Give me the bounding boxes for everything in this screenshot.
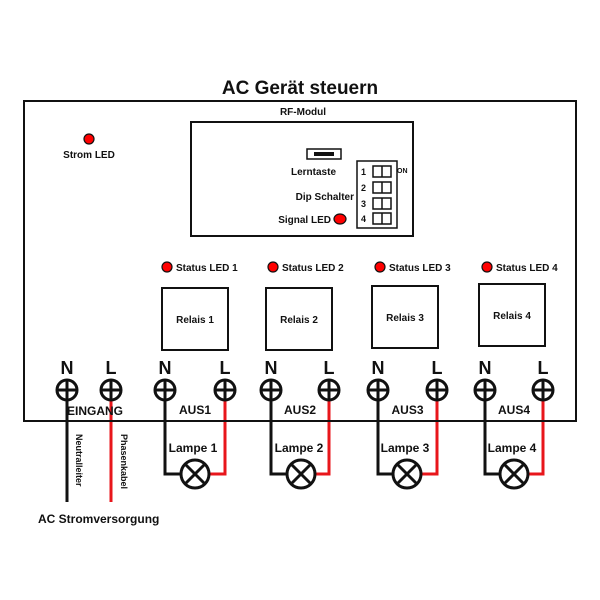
- output-l-label: L: [432, 358, 443, 378]
- output-label: AUS4: [498, 403, 530, 417]
- output-label: AUS2: [284, 403, 316, 417]
- dip-switch-1[interactable]: 1: [361, 165, 392, 178]
- output-n-label: N: [479, 358, 492, 378]
- dip-number: 2: [361, 183, 366, 193]
- dip-switch-3[interactable]: 3: [361, 197, 392, 210]
- output-n-terminal[interactable]: [153, 378, 177, 402]
- output-l-label: L: [220, 358, 231, 378]
- lamp-phase-wire: [528, 398, 545, 476]
- output-label: AUS3: [391, 403, 423, 417]
- lamp-label: Lampe 4: [488, 441, 537, 455]
- status-led-label: Status LED 1: [176, 263, 238, 274]
- channel-1: Status LED 1 Relais 1 N L AUS1: [153, 261, 238, 417]
- status-led-icon: [374, 261, 386, 273]
- output-l-terminal[interactable]: [425, 378, 449, 402]
- input-wires: [65, 388, 113, 502]
- status-led-label: Status LED 3: [389, 263, 451, 274]
- output-label: AUS1: [179, 403, 211, 417]
- power-led-label: Strom LED: [63, 150, 115, 161]
- lamp-label: Lampe 3: [381, 441, 430, 455]
- status-led-label: Status LED 4: [496, 263, 558, 274]
- dip-switch-2[interactable]: 2: [361, 181, 392, 194]
- output-l-label: L: [538, 358, 549, 378]
- output-wires: Lampe 1 Lampe 2 Lampe 3 Lampe 4: [163, 398, 545, 490]
- output-n-terminal[interactable]: [473, 378, 497, 402]
- output-n-label: N: [372, 358, 385, 378]
- channel-3: Status LED 3 Relais 3 N L AUS3: [366, 261, 451, 417]
- status-led-icon: [267, 261, 279, 273]
- lamp-icon: [285, 458, 317, 490]
- lamp-label: Lampe 2: [275, 441, 324, 455]
- output-l-terminal[interactable]: [213, 378, 237, 402]
- channel-4: Status LED 4 Relais 4 N L AUS4: [473, 261, 558, 417]
- relay-box: [478, 283, 546, 347]
- status-led-icon: [161, 261, 173, 273]
- status-led-label: Status LED 2: [282, 263, 344, 274]
- dip-switch-positions: 1 2 3 4: [361, 165, 392, 225]
- relay-label: Relais 2: [280, 315, 318, 326]
- output-l-terminal[interactable]: [531, 378, 555, 402]
- phase-wire-label: Phasenkabel: [119, 434, 129, 489]
- input-n-terminal[interactable]: [55, 378, 79, 402]
- relay-box: [265, 287, 333, 351]
- dip-number: 4: [361, 214, 366, 224]
- output-n-label: N: [159, 358, 172, 378]
- power-led-icon: [83, 133, 95, 145]
- relay-label: Relais 1: [176, 315, 214, 326]
- lamp-neutral-wire: [376, 398, 393, 476]
- output-l-terminal[interactable]: [317, 378, 341, 402]
- lamp-neutral-wire: [269, 398, 287, 476]
- input-l-label: L: [106, 358, 117, 378]
- lamp-icon: [391, 458, 423, 490]
- lamp-phase-wire: [315, 398, 331, 476]
- dip-number: 3: [361, 199, 366, 209]
- lamp-neutral-wire: [483, 398, 500, 476]
- output-n-label: N: [265, 358, 278, 378]
- learn-button-label: Lerntaste: [291, 167, 336, 178]
- status-led-icon: [481, 261, 493, 273]
- lamp-icon: [498, 458, 530, 490]
- lamp-label: Lampe 1: [169, 441, 218, 455]
- rf-module-title: RF-Modul: [280, 107, 326, 118]
- learn-button[interactable]: [306, 148, 342, 160]
- lamp-icon: [179, 458, 211, 490]
- dip-switch-label: Dip Schalter: [296, 192, 354, 203]
- supply-label: AC Stromversorgung: [38, 512, 159, 526]
- output-n-terminal[interactable]: [366, 378, 390, 402]
- lamp-neutral-wire: [163, 398, 181, 476]
- relay-box: [161, 287, 229, 351]
- dip-switch-4[interactable]: 4: [361, 212, 392, 225]
- dip-on-label: ON: [397, 168, 408, 175]
- output-l-label: L: [324, 358, 335, 378]
- diagram-title: AC Gerät steuern: [222, 78, 378, 99]
- dip-number: 1: [361, 167, 366, 177]
- signal-led-icon: [333, 213, 347, 225]
- relay-label: Relais 4: [493, 311, 531, 322]
- signal-led-label: Signal LED: [278, 215, 331, 226]
- neutral-wire-label: Neutralleiter: [74, 434, 84, 487]
- lamp-phase-wire: [209, 398, 227, 476]
- input-n-label: N: [61, 358, 74, 378]
- lamp-phase-wire: [421, 398, 439, 476]
- channel-2: Status LED 2 Relais 2 N L AUS2: [259, 261, 344, 417]
- relay-box: [371, 285, 439, 349]
- output-n-terminal[interactable]: [259, 378, 283, 402]
- relay-label: Relais 3: [386, 313, 424, 324]
- controller-housing: [23, 100, 577, 422]
- channels: Status LED 1 Relais 1 N L AUS1 Status LED 2 Re…: [153, 261, 558, 417]
- input-l-terminal[interactable]: [99, 378, 123, 402]
- input-label: EINGANG: [67, 404, 123, 418]
